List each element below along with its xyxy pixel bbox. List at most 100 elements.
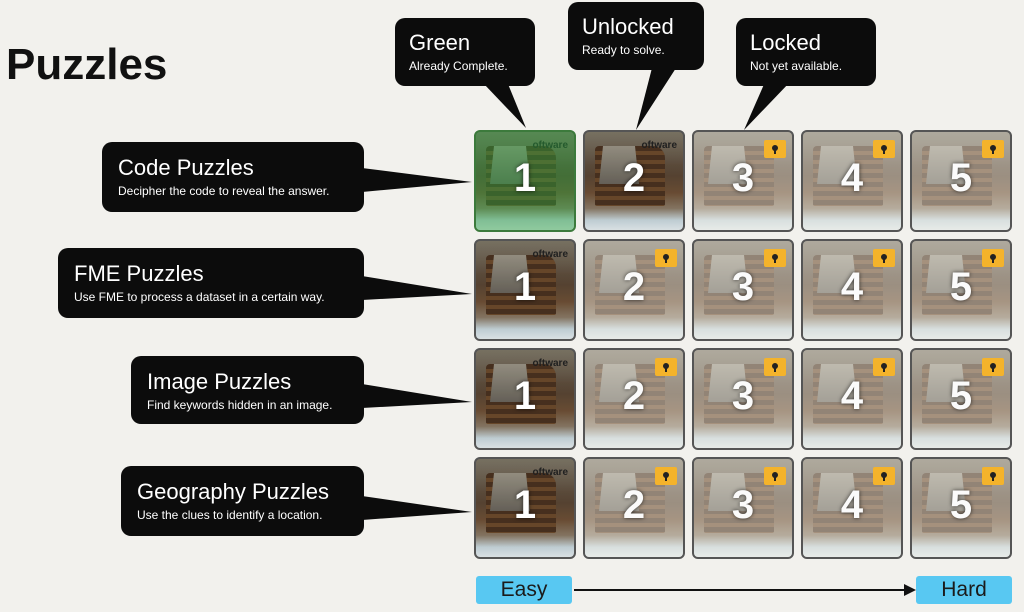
keyhole-icon	[663, 363, 669, 372]
keyhole-icon	[663, 254, 669, 263]
puzzle-tile-code-1[interactable]: oftware 1	[474, 130, 576, 232]
keyhole-icon	[990, 254, 996, 263]
keyhole-icon	[990, 363, 996, 372]
tile-ship-image	[922, 255, 992, 315]
puzzle-tile-geography-2: 2	[583, 457, 685, 559]
lock-icon	[764, 358, 786, 376]
keyhole-icon	[772, 145, 778, 154]
page-title: Puzzles	[6, 40, 168, 89]
puzzle-tile-image-5: 5	[910, 348, 1012, 450]
tile-sail-image	[926, 255, 966, 293]
tile-sail-image	[926, 146, 966, 184]
tile-state-overlay	[476, 132, 574, 230]
keyhole-icon	[663, 472, 669, 481]
puzzle-tile-code-3: 3	[692, 130, 794, 232]
tile-sail-image	[817, 473, 857, 511]
puzzle-tile-fme-1[interactable]: oftware 1	[474, 239, 576, 341]
legend-locked: Locked Not yet available.	[736, 18, 876, 86]
puzzle-tile-image-2: 2	[583, 348, 685, 450]
lock-icon	[873, 249, 895, 267]
tile-ship-image	[922, 146, 992, 206]
tile-sail-image	[490, 146, 530, 184]
tile-number: 2	[622, 156, 646, 200]
category-code-subtitle: Decipher the code to reveal the answer.	[118, 184, 330, 198]
puzzle-tile-geography-1[interactable]: oftware 1	[474, 457, 576, 559]
keyhole-icon	[772, 472, 778, 481]
tile-number: 5	[949, 374, 973, 418]
category-image-subtitle: Find keywords hidden in an image.	[147, 398, 333, 412]
puzzle-tile-geography-5: 5	[910, 457, 1012, 559]
tile-number: 1	[513, 156, 537, 200]
lock-icon	[764, 249, 786, 267]
category-fme-subtitle: Use FME to process a dataset in a certai…	[74, 290, 325, 304]
tile-sail-image	[708, 255, 748, 293]
tile-state-overlay	[476, 350, 574, 448]
tile-number: 5	[949, 156, 973, 200]
tile-number: 3	[731, 374, 755, 418]
tile-number: 4	[840, 265, 864, 309]
tile-ship-image	[595, 146, 665, 206]
tile-brand-text: oftware	[532, 140, 568, 151]
tile-ship-image	[486, 473, 556, 533]
lock-icon	[873, 358, 895, 376]
tile-number: 3	[731, 265, 755, 309]
tile-number: 4	[840, 374, 864, 418]
category-geography: Geography Puzzles Use the clues to ident…	[121, 466, 364, 536]
puzzle-tile-fme-5: 5	[910, 239, 1012, 341]
lock-icon	[873, 140, 895, 158]
tile-brand-text: oftware	[532, 249, 568, 260]
tile-ship-image	[922, 364, 992, 424]
tile-number: 2	[622, 374, 646, 418]
tile-state-overlay	[585, 132, 683, 230]
puzzle-tile-code-5: 5	[910, 130, 1012, 232]
legend-complete-title: Green	[409, 30, 471, 55]
puzzle-tile-fme-4: 4	[801, 239, 903, 341]
tile-ship-image	[704, 364, 774, 424]
puzzle-tile-image-1[interactable]: oftware 1	[474, 348, 576, 450]
legend-locked-title: Locked	[750, 30, 821, 55]
puzzle-tile-code-4: 4	[801, 130, 903, 232]
lock-icon	[982, 140, 1004, 158]
category-image-title: Image Puzzles	[147, 369, 292, 394]
category-code-title: Code Puzzles	[118, 155, 254, 180]
tile-ship-image	[486, 255, 556, 315]
tile-brand-text: oftware	[532, 358, 568, 369]
tile-brand-text: oftware	[532, 467, 568, 478]
tile-number: 1	[513, 374, 537, 418]
tile-number: 5	[949, 483, 973, 527]
lock-icon	[764, 467, 786, 485]
tile-sail-image	[926, 364, 966, 402]
tile-state-overlay	[476, 241, 574, 339]
keyhole-icon	[881, 145, 887, 154]
tile-ship-image	[486, 146, 556, 206]
keyhole-icon	[881, 254, 887, 263]
puzzle-tile-code-2[interactable]: oftware 2	[583, 130, 685, 232]
tile-number: 1	[513, 265, 537, 309]
category-code: Code Puzzles Decipher the code to reveal…	[102, 142, 364, 212]
tile-number: 3	[731, 156, 755, 200]
tile-ship-image	[813, 364, 883, 424]
keyhole-icon	[772, 254, 778, 263]
tile-sail-image	[599, 146, 639, 184]
tile-ship-image	[813, 146, 883, 206]
lock-icon	[655, 467, 677, 485]
tile-number: 1	[513, 483, 537, 527]
category-image: Image Puzzles Find keywords hidden in an…	[131, 356, 364, 424]
puzzle-tile-image-3: 3	[692, 348, 794, 450]
tile-sail-image	[817, 146, 857, 184]
keyhole-icon	[772, 363, 778, 372]
lock-icon	[982, 467, 1004, 485]
lock-icon	[655, 249, 677, 267]
legend-locked-subtitle: Not yet available.	[750, 59, 843, 73]
tile-sail-image	[926, 473, 966, 511]
legend-complete: Green Already Complete.	[395, 18, 535, 86]
tile-brand-text: oftware	[641, 140, 677, 151]
tile-number: 4	[840, 483, 864, 527]
tile-ship-image	[704, 473, 774, 533]
tile-sail-image	[599, 255, 639, 293]
tile-sail-image	[490, 473, 530, 511]
puzzle-tile-geography-4: 4	[801, 457, 903, 559]
lock-icon	[982, 249, 1004, 267]
difficulty-easy-label: Easy	[476, 576, 572, 604]
tile-sail-image	[599, 364, 639, 402]
